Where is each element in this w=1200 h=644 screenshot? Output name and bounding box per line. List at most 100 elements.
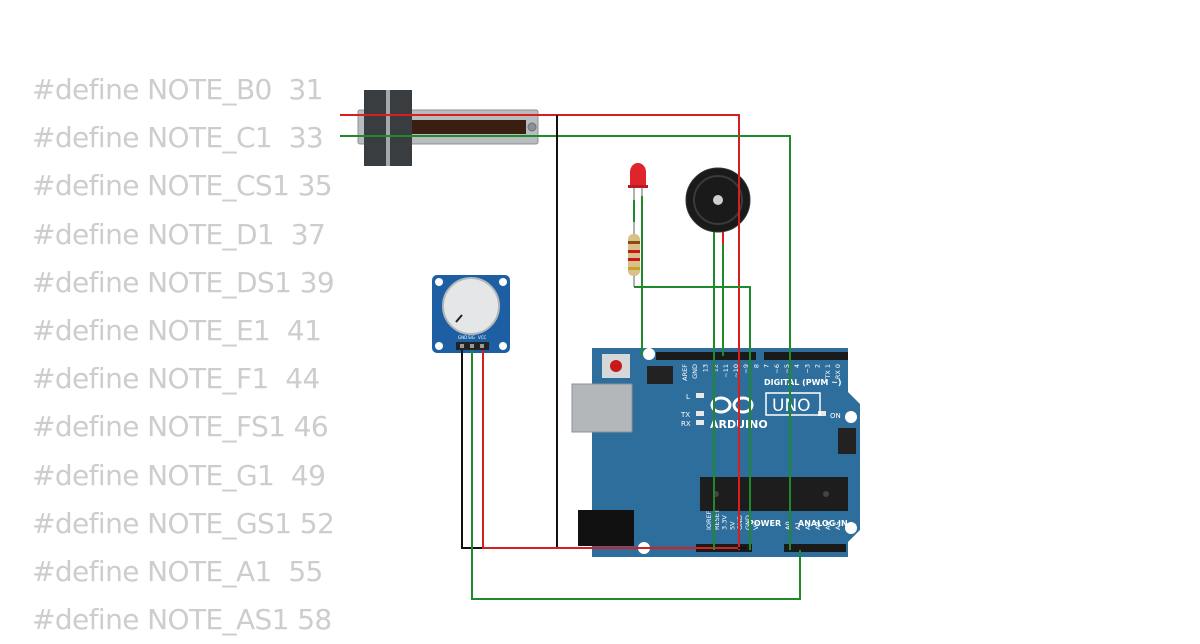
pin-label: ~5	[783, 364, 791, 374]
code-line: #define NOTE_A1 55	[32, 554, 323, 588]
pin-label: GND	[691, 364, 699, 379]
arduino-model-label: UNO	[772, 396, 811, 416]
pin-label: ~9	[742, 364, 750, 374]
pin-label: ~3	[803, 364, 811, 374]
wire-green-resistor-gnd	[634, 286, 751, 550]
pot-pin-sig[interactable]	[470, 344, 474, 348]
pot-module-hole	[435, 278, 443, 286]
on-label: ON	[830, 412, 841, 420]
resistor-band	[628, 241, 640, 244]
pot-pin-label-gnd: GND	[458, 335, 467, 340]
slide-pot-knob-right[interactable]	[390, 90, 412, 166]
rx-label: RX	[681, 420, 691, 428]
pin-label: GND	[736, 515, 744, 530]
code-line: #define NOTE_D1 37	[32, 217, 326, 251]
wires	[340, 114, 801, 600]
usb-connector	[571, 383, 633, 433]
code-line: #define NOTE_B0 31	[32, 73, 323, 106]
code-line: #define NOTE_E1 41	[32, 313, 322, 347]
pot-module-hole	[435, 342, 443, 350]
pin-label: TX 1	[824, 364, 832, 380]
mounting-hole	[845, 522, 857, 534]
tx-label: TX	[680, 411, 690, 419]
buzzer-ring	[693, 175, 743, 225]
pin-label: RX 0	[834, 364, 842, 379]
pin-label: A1	[794, 521, 802, 530]
pin-label: 7	[763, 364, 771, 368]
resistor-band	[628, 258, 640, 261]
code-line: #define NOTE_FS1 46	[32, 410, 329, 444]
reset-button-cap[interactable]	[610, 360, 622, 372]
pot-knob-indicator	[455, 314, 463, 323]
code-line: #define NOTE_F1 44	[32, 362, 320, 396]
pin-label: 12	[712, 364, 720, 372]
red-led[interactable]	[628, 163, 648, 200]
resistor-band	[628, 267, 640, 270]
rotary-potentiometer-module[interactable]: GND SIG VCC	[432, 275, 510, 353]
l-label: L	[686, 393, 690, 401]
pin-label: A3	[814, 521, 822, 530]
pot-pin-gnd[interactable]	[460, 344, 464, 348]
resistor-body	[628, 234, 640, 276]
pot-pin-label-sig: SIG	[468, 335, 475, 340]
pin-label: AREF	[681, 364, 689, 381]
code-line: #define NOTE_C1 33	[32, 121, 324, 155]
pin-label: 4	[793, 364, 801, 368]
pot-module-hole	[499, 278, 507, 286]
wire-red-pot-vcc	[482, 350, 738, 549]
chip-dot-icon	[823, 491, 829, 497]
code-line: #define NOTE_GS1 52	[32, 506, 335, 540]
digital-header-right[interactable]	[764, 352, 848, 360]
l-led	[696, 393, 704, 398]
power-jack	[578, 510, 634, 546]
slide-pot-knob-gap	[386, 90, 390, 166]
pin-label: Vin	[752, 520, 760, 530]
arduino-uno-board[interactable]: ARDUINO UNO DIGITAL (PWM ~) POWER ANALOG…	[571, 348, 860, 557]
buzzer-center-icon	[713, 195, 723, 205]
code-line: #define NOTE_DS1 39	[32, 265, 335, 299]
analog-header[interactable]	[784, 544, 846, 552]
icsp-header	[647, 366, 673, 384]
pin-label: RESET	[713, 509, 721, 530]
pot-module-hole	[499, 342, 507, 350]
wire-red-slider-5v	[340, 114, 740, 550]
pin-label: 2	[814, 364, 822, 368]
arduino-logo-icon	[710, 396, 754, 414]
piezo-buzzer[interactable]	[685, 167, 751, 244]
circuit-canvas: GND SIG VCC	[340, 90, 860, 600]
pot-pin-label-vcc: VCC	[478, 335, 487, 340]
digital-label: DIGITAL (PWM ~)	[764, 378, 842, 387]
pot-pin-vcc[interactable]	[480, 344, 484, 348]
code-background: #define NOTE_B0 31 #define NOTE_C1 33 #def…	[32, 66, 335, 644]
slide-potentiometer[interactable]	[357, 90, 539, 166]
pin-label: 13	[701, 364, 709, 372]
pin-label: 5V	[728, 521, 736, 530]
slide-pot-knob-left[interactable]	[364, 90, 386, 166]
icsp2-header	[838, 428, 856, 454]
code-line: #define NOTE_CS1 35	[32, 169, 333, 203]
mounting-hole	[845, 411, 857, 423]
digital-header-left[interactable]	[656, 352, 756, 360]
pin-label: A0	[784, 521, 792, 530]
pin-label: A4	[824, 521, 832, 530]
pin-label: IOREF	[705, 510, 713, 530]
led-rim	[628, 185, 648, 188]
rx-led	[696, 420, 704, 425]
pin-label: ~10	[732, 364, 740, 378]
code-line: #define NOTE_G1 49	[32, 458, 326, 492]
resistor-band	[628, 250, 640, 253]
resistor[interactable]	[628, 222, 640, 287]
wire-green-slider-analog	[340, 135, 791, 550]
pot-knob[interactable]	[442, 277, 500, 335]
pin-label: A5	[834, 521, 842, 530]
pin-label: 3.3V	[721, 515, 729, 530]
wire-green-pot-signal	[471, 350, 801, 600]
slide-pot-screw-icon	[527, 122, 537, 132]
pin-label: 8	[752, 364, 760, 368]
led-body	[630, 163, 646, 186]
pin-label: GND	[744, 515, 752, 530]
mounting-hole	[643, 348, 655, 360]
